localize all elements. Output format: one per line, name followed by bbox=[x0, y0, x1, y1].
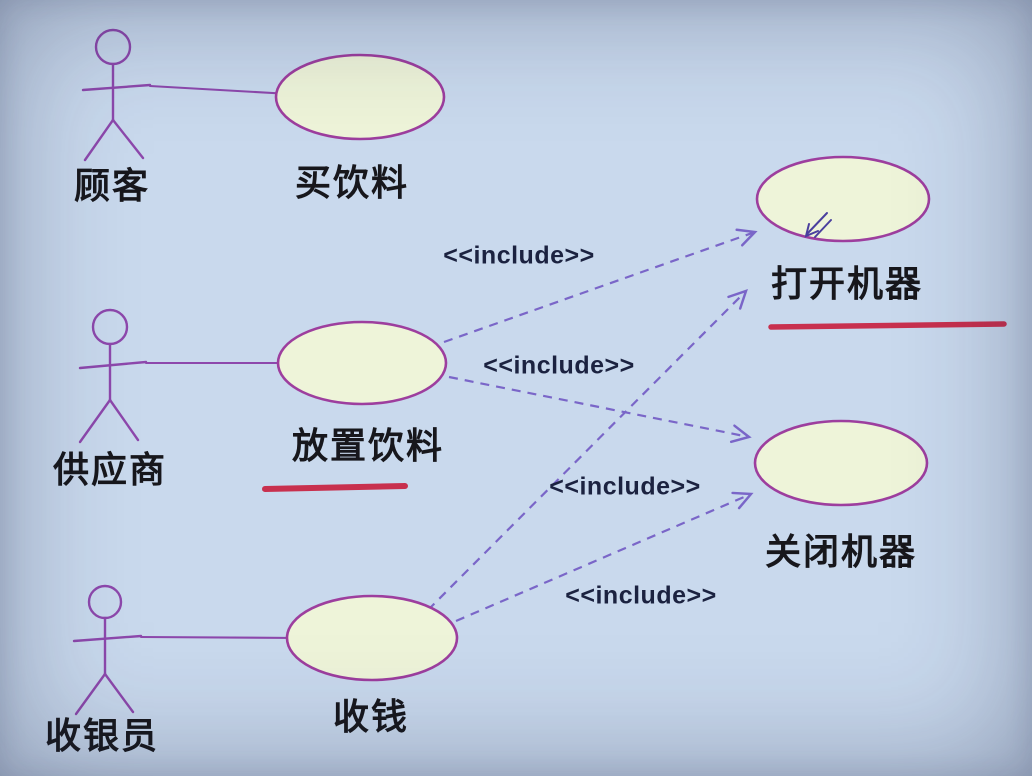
use-case-place-drink-shape bbox=[276, 320, 448, 406]
use-case-label-buy-drink: 买饮料 bbox=[294, 162, 410, 203]
use-case-buy-drink-shape bbox=[274, 53, 446, 141]
use-case-close-machine-shape bbox=[753, 419, 929, 507]
red-underline-open-machine bbox=[768, 321, 1007, 330]
use-case-collect-money-shape bbox=[285, 594, 459, 682]
actor-cashier-figure bbox=[72, 584, 143, 716]
actor-label-cashier: 收银员 bbox=[44, 715, 160, 756]
include-stereotype-label-1: <<include>> bbox=[443, 241, 595, 270]
use-case-label-place-drink: 放置饮料 bbox=[291, 425, 445, 466]
use-case-open-machine-shape bbox=[755, 155, 931, 243]
include-stereotype-label-4: <<include>> bbox=[565, 581, 717, 610]
association-customer-buy-drink bbox=[148, 84, 292, 96]
include-stereotype-label-3: <<include>> bbox=[549, 472, 701, 501]
use-case-label-close-machine: 关闭机器 bbox=[764, 531, 918, 572]
include-stereotype-label-2: <<include>> bbox=[483, 351, 635, 380]
pen-cursor-icon bbox=[804, 212, 832, 238]
actor-supplier-figure bbox=[78, 308, 148, 444]
actor-label-supplier: 供应商 bbox=[52, 449, 168, 490]
include-arrow-place-drink-to-open-machine bbox=[443, 232, 755, 344]
use-case-label-collect-money: 收钱 bbox=[332, 696, 410, 737]
actor-label-customer: 顾客 bbox=[73, 165, 151, 206]
association-cashier-collect-money bbox=[139, 635, 302, 640]
include-arrow-collect-money-to-close-machine bbox=[455, 494, 751, 623]
include-arrow-place-drink-to-close-machine bbox=[448, 375, 749, 437]
include-arrow-collect-money-to-open-machine bbox=[427, 291, 746, 611]
red-underline-place-drink bbox=[262, 483, 408, 492]
use-case-label-open-machine: 打开机器 bbox=[770, 263, 924, 304]
actor-customer-figure bbox=[81, 28, 152, 162]
